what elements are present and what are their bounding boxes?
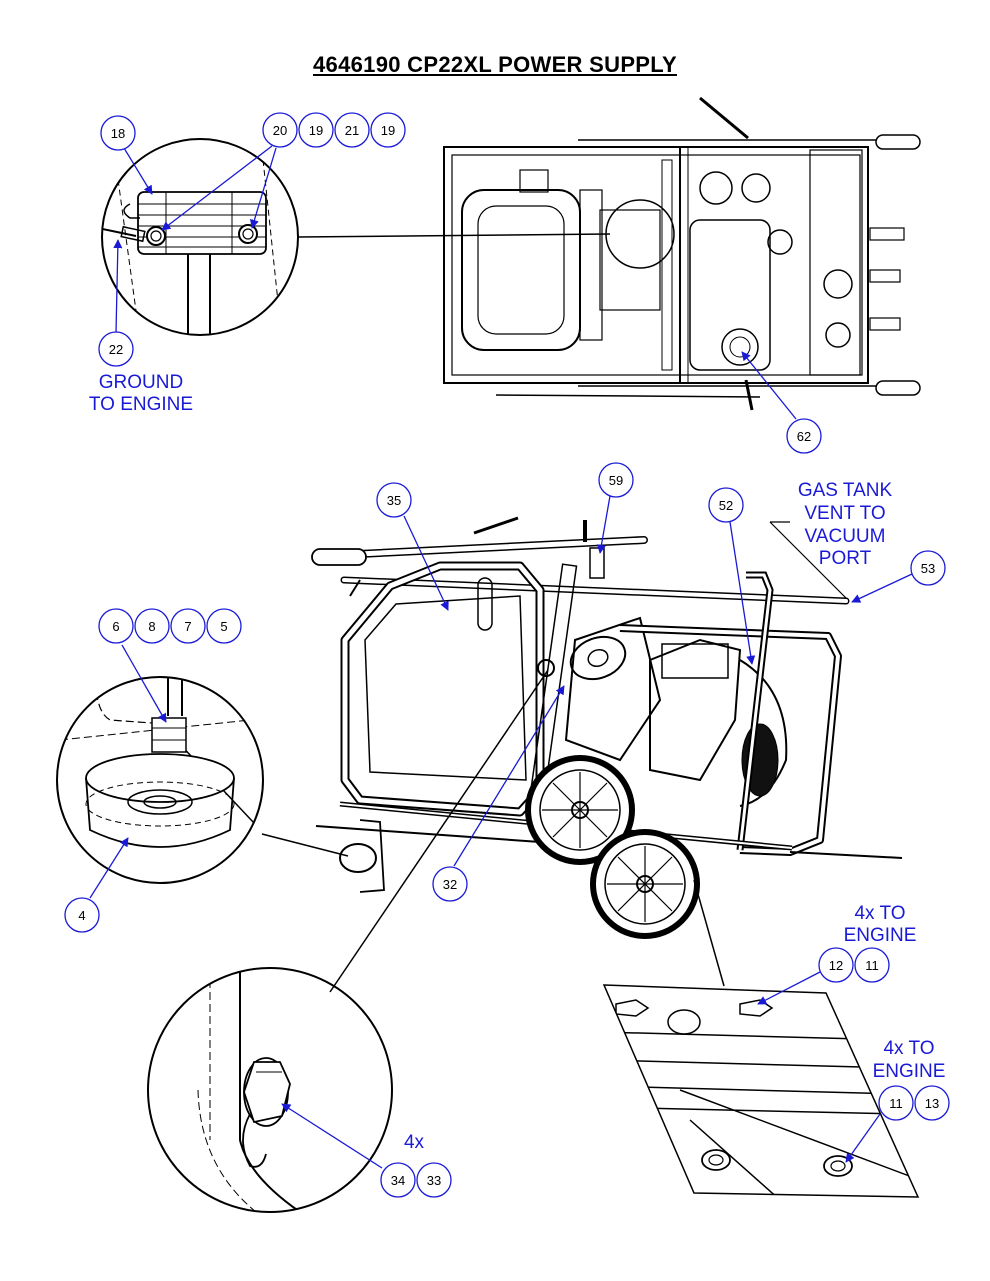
- ground-detail: [101, 138, 299, 336]
- rubber-foot: [85, 753, 235, 803]
- svg-text:62: 62: [797, 429, 811, 444]
- note-engine-bottom-line2: ENGINE: [873, 1061, 946, 1082]
- svg-text:35: 35: [387, 493, 401, 508]
- callout-notes: GROUND TO ENGINE GAS TANK VENT TO VACUUM…: [89, 372, 946, 1153]
- bubble-18: 18: [100, 115, 136, 151]
- svg-text:7: 7: [184, 619, 191, 634]
- bubble-6: 6: [98, 608, 134, 644]
- note-engine-top-line1: 4x TO: [854, 903, 905, 924]
- bubble-11a: 11: [854, 947, 890, 983]
- svg-text:19: 19: [309, 123, 323, 138]
- svg-text:11: 11: [865, 958, 879, 973]
- note-gas-vent-line3: VACUUM: [805, 526, 886, 547]
- bolt-detail: [147, 967, 393, 1213]
- bubble-34: 34: [380, 1162, 416, 1198]
- gas-cap: [721, 328, 759, 366]
- bubble-52: 52: [708, 487, 744, 523]
- bolt-hole-32-ref: [537, 659, 555, 677]
- bubble-53: 53: [910, 550, 946, 586]
- svg-text:11: 11: [889, 1096, 903, 1111]
- bubble-19a: 19: [298, 112, 334, 148]
- svg-text:6: 6: [112, 619, 119, 634]
- svg-text:13: 13: [925, 1096, 939, 1111]
- bubble-59: 59: [598, 462, 634, 498]
- gas-tank-top: [689, 219, 771, 371]
- svg-text:22: 22: [109, 342, 123, 357]
- top-view-frame: [443, 146, 869, 384]
- svg-text:59: 59: [609, 473, 623, 488]
- top-view: [443, 96, 921, 411]
- note-engine-top-line2: ENGINE: [844, 925, 917, 946]
- wheel-rear: [590, 829, 700, 939]
- note-gas-vent-line4: PORT: [819, 548, 872, 569]
- engine-body: [649, 638, 742, 782]
- ground-detail-outline: [101, 138, 299, 336]
- bubble-62: 62: [786, 418, 822, 454]
- svg-text:18: 18: [111, 126, 125, 141]
- note-gas-vent-line2: VENT TO: [804, 503, 885, 524]
- svg-text:4: 4: [78, 908, 85, 923]
- bubble-13: 13: [914, 1085, 950, 1121]
- main-isometric-view: [311, 516, 903, 939]
- bubble-7: 7: [170, 608, 206, 644]
- svg-text:5: 5: [220, 619, 227, 634]
- engine-mount-outline: [602, 984, 920, 1198]
- note-engine-bottom-line1: 4x TO: [883, 1038, 934, 1059]
- bubble-35: 35: [376, 482, 412, 518]
- bubble-4: 4: [64, 897, 100, 933]
- bolt-detail-outline: [147, 967, 393, 1213]
- bubble-20: 20: [262, 112, 298, 148]
- callout-leaders: [89, 145, 913, 1169]
- bubble-33: 33: [416, 1162, 452, 1198]
- gas-tank-panel: [364, 595, 527, 781]
- note-ground-line2: TO ENGINE: [89, 394, 193, 415]
- svg-text:12: 12: [829, 958, 843, 973]
- cooling-fins: [137, 191, 267, 255]
- wheel-front: [525, 755, 635, 865]
- bubble-21: 21: [334, 112, 370, 148]
- bubble-22: 22: [98, 331, 134, 367]
- svg-text:52: 52: [719, 498, 733, 513]
- bubble-11b: 11: [878, 1085, 914, 1121]
- detail-leader-ground: [297, 233, 611, 238]
- engine-top: [461, 189, 581, 351]
- svg-text:21: 21: [345, 123, 359, 138]
- handle-grip: [311, 548, 367, 566]
- engine-mount-detail: [602, 984, 920, 1198]
- bubble-5: 5: [206, 608, 242, 644]
- svg-text:19: 19: [381, 123, 395, 138]
- svg-text:34: 34: [391, 1173, 405, 1188]
- page-title: 4646190 CP22XL POWER SUPPLY: [313, 52, 677, 77]
- note-four-x: 4x: [404, 1132, 425, 1153]
- bubble-19b: 19: [370, 112, 406, 148]
- svg-text:20: 20: [273, 123, 287, 138]
- foot-detail: [56, 676, 264, 884]
- foot-detail-outline: [56, 676, 264, 884]
- svg-text:33: 33: [427, 1173, 441, 1188]
- bubble-32: 32: [432, 866, 468, 902]
- note-gas-vent-line1: GAS TANK: [798, 480, 893, 501]
- callout-bubbles: 18 20 19 21 19 22 62 35 59 52 53 6 8 7 5…: [64, 112, 950, 1198]
- svg-text:53: 53: [921, 561, 935, 576]
- svg-text:32: 32: [443, 877, 457, 892]
- svg-text:8: 8: [148, 619, 155, 634]
- note-ground-line1: GROUND: [99, 372, 183, 393]
- bubble-12: 12: [818, 947, 854, 983]
- bubble-8: 8: [134, 608, 170, 644]
